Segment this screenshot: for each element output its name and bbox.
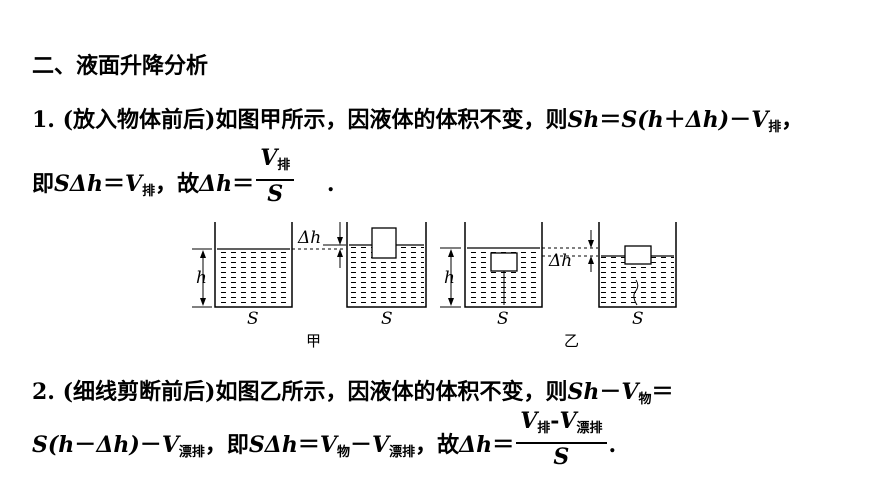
v-symbol: V (319, 432, 337, 458)
item1-text-c: ，故 (155, 171, 200, 197)
minus: － (729, 107, 752, 133)
equals: ＝ (651, 379, 674, 405)
caption-jia: 甲 (306, 332, 321, 350)
submerged-block (490, 252, 518, 272)
v-symbol: V (161, 432, 179, 458)
v-symbol: V (751, 107, 769, 133)
v-subscript: 排 (142, 184, 156, 199)
cut-string (633, 279, 639, 306)
item2-text-b: ，即 (204, 432, 249, 458)
container-yi-before (440, 222, 543, 308)
v-symbol: V (559, 408, 577, 434)
label-delta-h: Δh (548, 251, 572, 271)
item1-text-b: 即 (32, 171, 55, 197)
equals: ＝ (492, 432, 515, 458)
v-subscript: 物 (638, 392, 652, 407)
item2-text-a: 如图乙所示，因液体的体积不变，则 (215, 379, 568, 405)
container-jia-before (192, 222, 293, 308)
minus: － (74, 432, 97, 458)
formula-delta-h: Δh) (685, 107, 730, 133)
v-subscript: 漂排 (576, 421, 603, 436)
caption-yi: 乙 (564, 332, 579, 350)
v-subscript: 漂排 (178, 445, 205, 460)
fraction-denominator: S (267, 181, 284, 207)
comma: ， (781, 107, 804, 133)
label-s: S (381, 309, 393, 329)
minus: － (139, 432, 162, 458)
item2-number: 2. (32, 379, 55, 405)
minus: － (599, 379, 622, 405)
item1-text-a: 如图甲所示，因液体的体积不变，则 (215, 107, 568, 133)
container-jia-after (346, 222, 427, 308)
formula-s-h: S(h (32, 432, 75, 458)
formula-s-delta-h: SΔh (248, 432, 298, 458)
item2-line1: 2. (细线剪断前后)如图乙所示，因液体的体积不变，则Sh－V物＝ (32, 374, 674, 407)
period: . (326, 171, 335, 197)
v-symbol: V (621, 379, 639, 405)
v-symbol: V (372, 432, 390, 458)
fraction-denominator: S (553, 444, 570, 470)
formula-delta-h: Δh (199, 171, 233, 197)
minus: - (550, 408, 560, 434)
label-s: S (632, 309, 644, 329)
item1-number: 1. (32, 107, 55, 133)
formula-sh: Sh (567, 379, 600, 405)
equals: ＝ (232, 171, 255, 197)
v-symbol: V (124, 171, 143, 197)
floating-block (371, 227, 397, 259)
label-s: S (247, 309, 259, 329)
fraction-numerator: V排-V漂排 (516, 408, 607, 444)
label-h: h (444, 268, 455, 288)
formula-delta-h: Δh (459, 432, 493, 458)
formula-s-delta-h: SΔh (54, 171, 103, 197)
item1-title: (放入物体前后) (62, 107, 216, 133)
label-s: S (497, 309, 509, 329)
item2-text-c: ，故 (415, 432, 460, 458)
floating-block (624, 245, 652, 265)
fraction-numerator: V排 (256, 145, 295, 181)
formula-sh: Sh (567, 107, 600, 133)
item1-line1: 1. (放入物体前后)如图甲所示，因液体的体积不变，则Sh＝S(h＋Δh)－V排… (32, 102, 803, 135)
section-heading: 二、液面升降分析 (32, 53, 209, 79)
equals: ＝ (297, 432, 320, 458)
v-subscript: 排 (537, 421, 551, 436)
item2-title: (细线剪断前后) (62, 379, 216, 405)
v-subscript: 漂排 (389, 445, 416, 460)
plus: ＋ (663, 107, 686, 133)
v-symbol: V (260, 145, 278, 171)
v-subscript: 物 (336, 445, 350, 460)
period: . (608, 432, 617, 458)
formula-s-h: S(h (621, 107, 664, 133)
v-subscript: 排 (277, 158, 291, 173)
v-subscript: 排 (768, 120, 782, 135)
label-h: h (196, 268, 207, 288)
formula-delta-h: Δh) (96, 432, 140, 458)
minus: － (349, 432, 372, 458)
equals: ＝ (599, 107, 622, 133)
v-symbol: V (520, 408, 538, 434)
equals: ＝ (102, 171, 125, 197)
label-delta-h: Δh (297, 228, 321, 248)
container-yi-after (598, 222, 677, 308)
